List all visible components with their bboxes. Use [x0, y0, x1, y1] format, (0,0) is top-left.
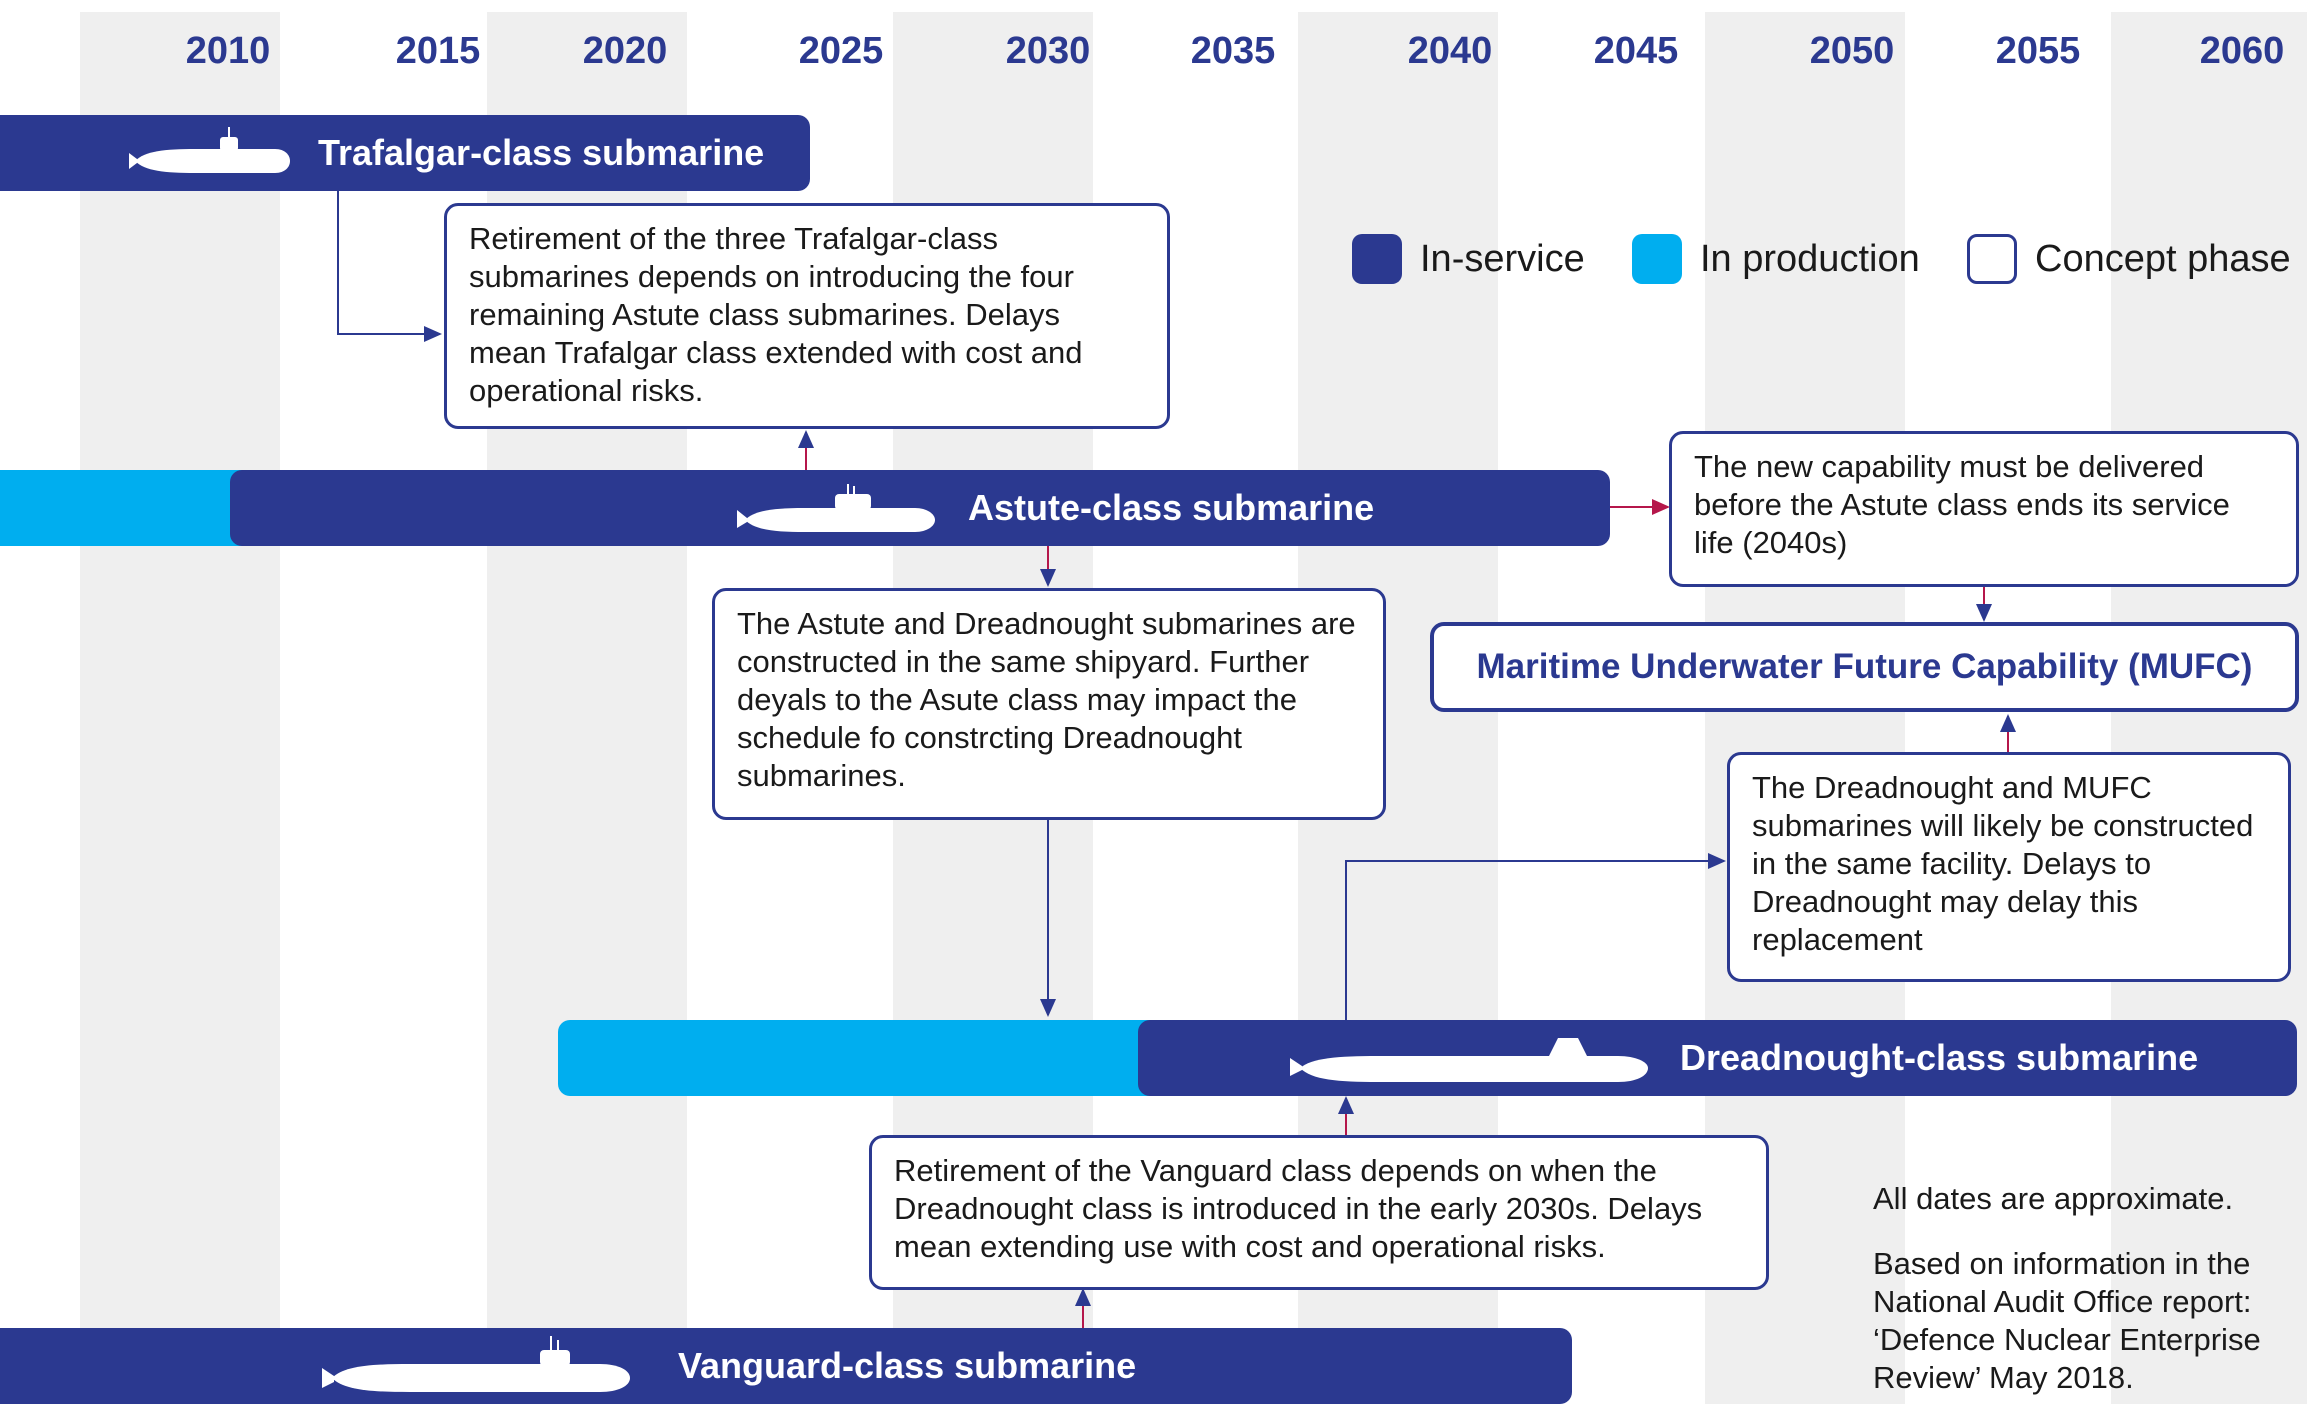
- year-label-2060: 2060: [2199, 30, 2285, 72]
- dreadnought-timeline-bar: Dreadnought-class submarine: [1138, 1020, 2297, 1096]
- year-label-2055: 2055: [1995, 30, 2081, 72]
- year-label-2035: 2035: [1190, 30, 1276, 72]
- trafalgar-timeline-bar: Trafalgar-class submarine: [0, 115, 810, 191]
- year-label-2025: 2025: [798, 30, 884, 72]
- vanguard-label: Vanguard-class submarine: [678, 1345, 1137, 1386]
- source-note: Based on information in the National Aud…: [1873, 1246, 2261, 1395]
- vanguard-retirement-note: Retirement of the Vanguard class depends…: [869, 1135, 1769, 1290]
- submarine-icon: [322, 1336, 630, 1392]
- legend-label: Concept phase: [2035, 237, 2291, 280]
- submarine-icon: [129, 127, 290, 173]
- year-label-2020: 2020: [582, 30, 668, 72]
- mufc-facility-note: The Dreadnought and MUFC submarines will…: [1727, 752, 2291, 982]
- dreadnought-production-bar: [558, 1020, 1198, 1096]
- vanguard-timeline-bar: Vanguard-class submarine: [0, 1328, 1572, 1404]
- year-label-2010: 2010: [185, 30, 271, 72]
- dreadnought-label: Dreadnought-class submarine: [1680, 1037, 2199, 1078]
- legend-in-production: In production: [1632, 234, 1920, 284]
- approx-dates-note: All dates are approximate.: [1873, 1181, 2234, 1216]
- in-service-swatch: [1352, 234, 1402, 284]
- trafalgar-label: Trafalgar-class submarine: [318, 132, 765, 173]
- legend-label: In production: [1700, 237, 1920, 280]
- astute-label: Astute-class submarine: [968, 487, 1375, 528]
- year-label-2040: 2040: [1407, 30, 1493, 72]
- in-production-swatch: [1632, 234, 1682, 284]
- year-band: [80, 12, 280, 1404]
- astute-timeline-bar: Astute-class submarine: [230, 470, 1610, 546]
- trafalgar-retirement-note: Retirement of the three Trafalgar-class …: [444, 203, 1170, 429]
- concept-swatch: [1967, 234, 2017, 284]
- legend-concept-phase: Concept phase: [1967, 234, 2291, 284]
- year-label-2030: 2030: [1005, 30, 1091, 72]
- new-capability-note: The new capability must be delivered bef…: [1669, 431, 2299, 587]
- year-label-2015: 2015: [395, 30, 481, 72]
- submarine-icon: [737, 484, 935, 532]
- submarine-icon: [1290, 1038, 1648, 1082]
- mufc-box: Maritime Underwater Future Capability (M…: [1430, 622, 2299, 712]
- legend-label: In-service: [1420, 237, 1585, 280]
- astute-shipyard-note: The Astute and Dreadnought submarines ar…: [712, 588, 1386, 820]
- year-label-2050: 2050: [1809, 30, 1895, 72]
- legend-in-service: In-service: [1352, 234, 1585, 284]
- year-label-2045: 2045: [1593, 30, 1679, 72]
